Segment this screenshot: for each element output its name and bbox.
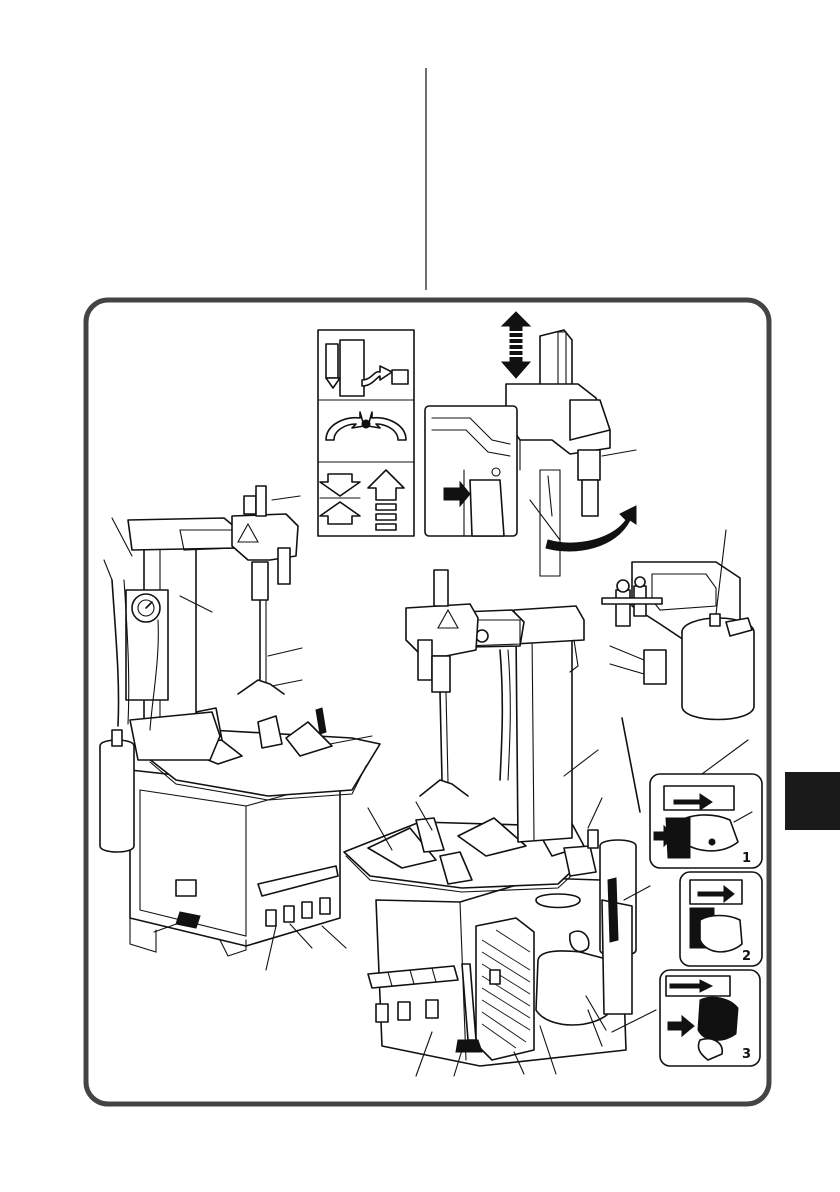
lock-detail-inset (425, 406, 517, 536)
inset-step-3: 3 (660, 970, 760, 1066)
inset-step-1-label: 1 (742, 851, 751, 866)
inset-step-3-label: 3 (742, 1047, 751, 1062)
inset-step-2: 2 (680, 872, 762, 966)
pressure-gauge (126, 590, 168, 700)
inset-step-2-label: 2 (742, 949, 751, 964)
section-thumb-tab (785, 772, 840, 830)
inset-step-1: 1 (650, 774, 762, 868)
control-symbols-panel (318, 330, 414, 536)
